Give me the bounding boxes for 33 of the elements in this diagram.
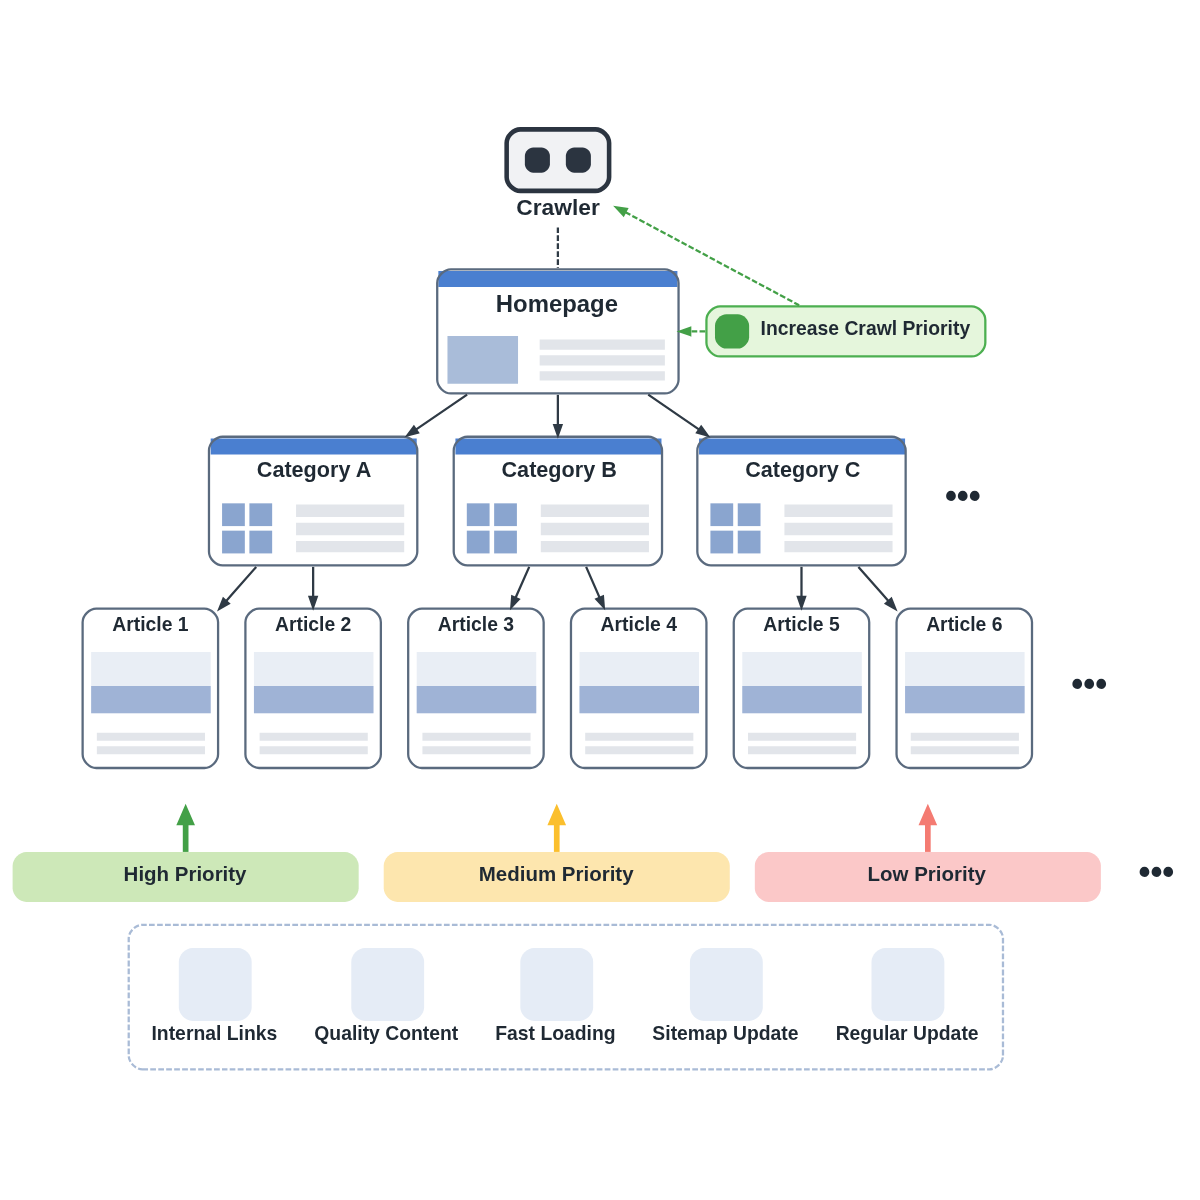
node-label: Fast Loading <box>495 1021 616 1044</box>
node-box <box>871 947 945 1021</box>
arrow <box>676 325 706 337</box>
arrow <box>613 205 800 306</box>
node-box <box>178 947 252 1021</box>
node-label: Quality Content <box>314 1021 459 1044</box>
label: ••• <box>1071 664 1108 703</box>
arrow <box>217 565 258 611</box>
node-label: Regular Update <box>835 1021 979 1044</box>
connector <box>556 226 559 268</box>
node-box: Low Priority <box>754 851 1101 902</box>
arrow <box>404 393 468 437</box>
arrow <box>547 803 567 852</box>
node-box <box>351 947 425 1021</box>
node-label: Internal Links <box>151 1021 278 1044</box>
arrow <box>176 803 195 852</box>
node-label: Sitemap Update <box>652 1021 799 1044</box>
arrow <box>647 393 711 437</box>
label: ••• <box>944 476 981 515</box>
arrow <box>918 803 938 852</box>
node-label: Crawler <box>516 193 600 220</box>
arrow <box>552 394 564 439</box>
arrow <box>509 565 531 610</box>
arrow <box>307 566 319 611</box>
cluster <box>127 923 1005 1070</box>
node-box <box>689 947 763 1021</box>
node-box: Medium Priority <box>383 851 730 902</box>
node-box: High Priority <box>12 851 359 902</box>
arrow <box>857 565 898 611</box>
arrow <box>796 566 807 611</box>
label: ••• <box>1138 852 1175 891</box>
arrow <box>585 565 606 610</box>
node-box <box>520 947 594 1021</box>
